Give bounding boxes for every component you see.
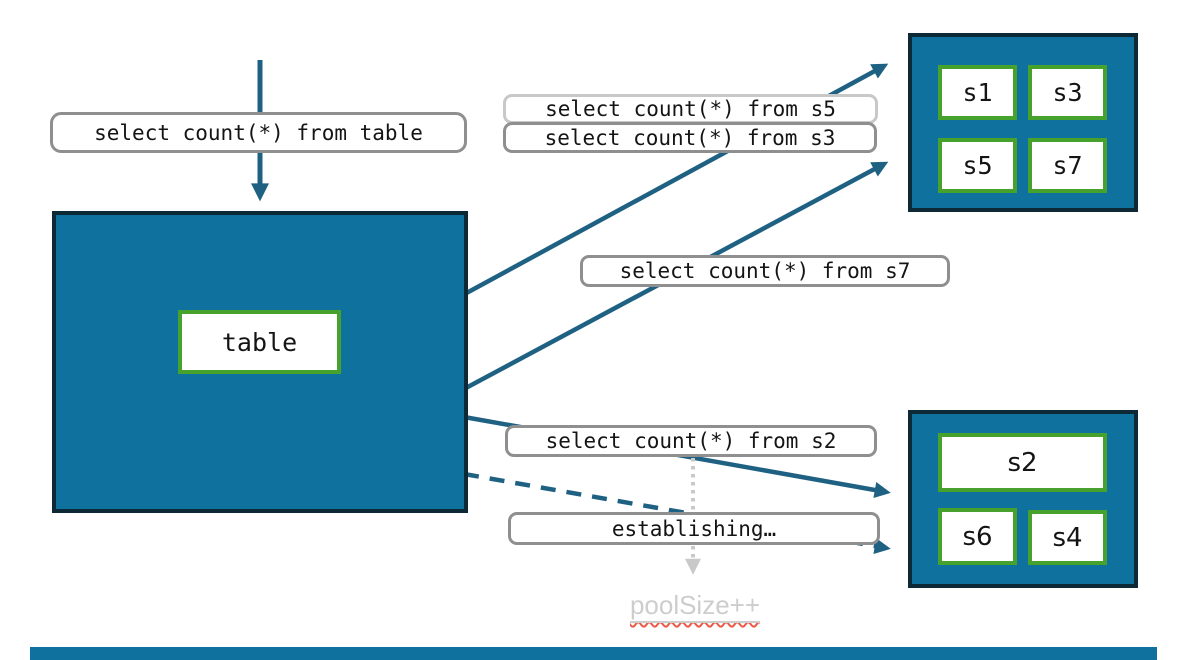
table-cell: table (178, 310, 341, 374)
shard-label-s7: s7 (1052, 151, 1083, 180)
poolsize-label: poolSize++ (629, 590, 761, 620)
spellcheck-squiggle: poolSize++ (630, 590, 760, 620)
shard-cell-s2: s2 (938, 433, 1107, 492)
query-label-establishing: establishing… (508, 512, 880, 545)
shard-label-s3: s3 (1052, 78, 1083, 107)
slide-accent-bar (30, 647, 1157, 660)
shard-cell-s3: s3 (1028, 65, 1107, 120)
poolsize-annotation: poolSize++ (600, 590, 790, 621)
shard-cell-s1: s1 (938, 65, 1017, 120)
table-label: table (221, 327, 298, 357)
query-label-from-s2: select count(*) from s2 (505, 425, 877, 457)
shard-group-odd: s1 s3 s5 s7 (908, 33, 1138, 212)
shard-label-s2: s2 (1007, 447, 1038, 478)
shard-cell-s7: s7 (1028, 138, 1107, 193)
shard-cell-s4: s4 (1028, 510, 1107, 565)
query-label-from-s7: select count(*) from s7 (580, 255, 950, 287)
shard-label-s4: s4 (1052, 522, 1083, 553)
query-label-from-s3: select count(*) from s3 (503, 122, 877, 153)
shard-label-s5: s5 (962, 151, 993, 180)
shard-label-s1: s1 (962, 78, 993, 107)
shard-label-s6: s6 (962, 521, 993, 552)
query-label-from-s5: select count(*) from s5 (503, 94, 878, 124)
shard-group-even: s2 s6 s4 (908, 410, 1138, 588)
query-label-from-table: select count(*) from table (50, 112, 467, 153)
shard-cell-s6: s6 (938, 508, 1017, 565)
table-node: table (52, 211, 468, 513)
shard-cell-s5: s5 (938, 138, 1017, 193)
connector-table-to-even-dashed (463, 471, 891, 555)
